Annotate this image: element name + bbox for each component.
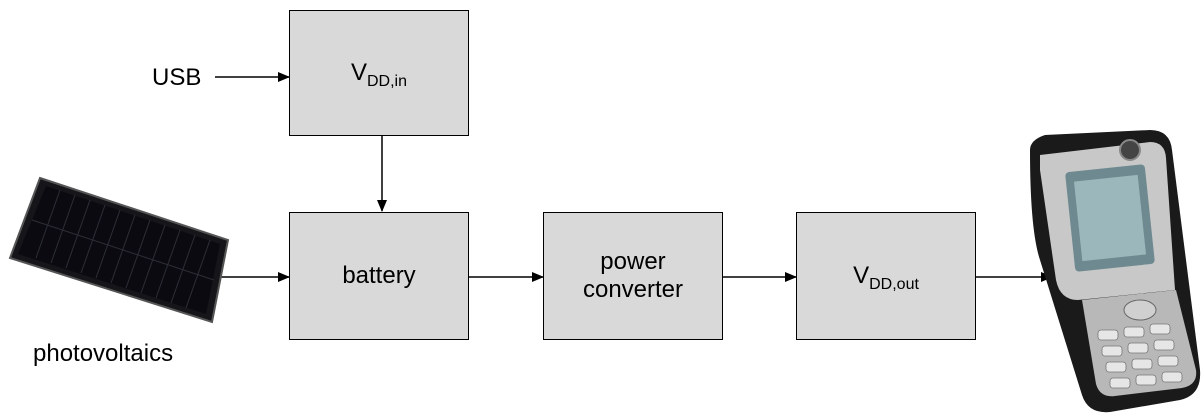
solar-panel-icon (8, 176, 230, 324)
battery-block: battery (289, 212, 469, 340)
power-converter-line1: power (600, 248, 666, 276)
vdd-out-label: VDD,out (853, 262, 919, 294)
vdd-in-block: VDD,in (289, 10, 469, 136)
power-converter-line2: converter (582, 276, 684, 303)
power-converter-label: power converter (583, 248, 683, 303)
vdd-out-main: V (853, 262, 870, 290)
vdd-in-main: V (350, 59, 367, 87)
vdd-out-subscript: DD,out (869, 276, 919, 294)
power-converter-block: power converter (543, 212, 723, 340)
vdd-out-block: VDD,out (796, 212, 976, 340)
photovoltaics-label: photovoltaics (33, 340, 174, 367)
battery-label: battery (342, 262, 416, 290)
mobile-phone-icon (1030, 130, 1201, 413)
vdd-in-label: VDD,in (350, 59, 408, 91)
vdd-in-subscript: DD,in (367, 73, 408, 91)
usb-label: USB (152, 64, 202, 91)
